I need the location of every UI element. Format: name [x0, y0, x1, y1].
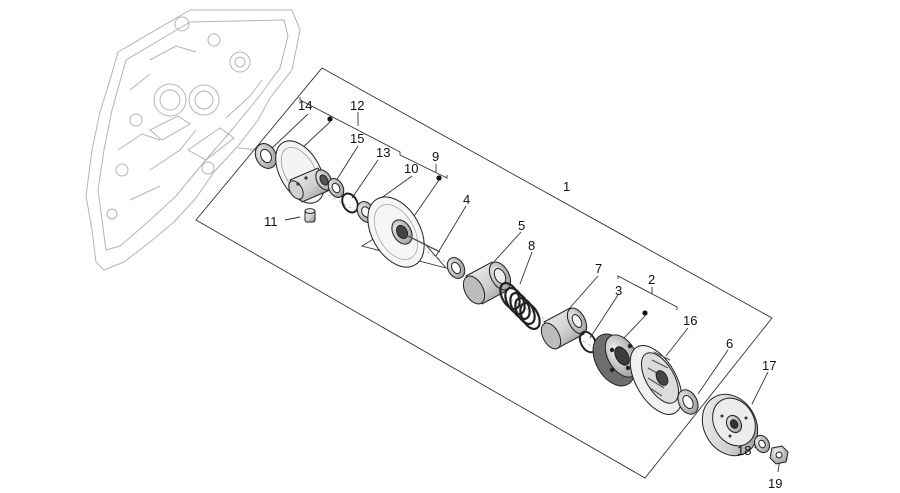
- callout-14: 14: [298, 98, 312, 113]
- assembly-1-frame: [195, 67, 773, 479]
- shaft-axis: [249, 149, 791, 461]
- part-17-clutch-bell: [701, 393, 759, 457]
- callout-8: 8: [528, 238, 535, 253]
- part-18-washer: [754, 434, 770, 454]
- part-4-seal: [446, 257, 466, 279]
- callout-7: 7: [595, 261, 602, 276]
- callout-5: 5: [518, 218, 525, 233]
- group-dot-12: [327, 116, 333, 122]
- callout-labels: 1 2 3 4 5 6 7 8 9 10 11 12 13 14 15 16 1…: [264, 98, 782, 491]
- bracket-2: [617, 275, 678, 310]
- callout-12: 12: [350, 98, 364, 113]
- part-11-bolt: [304, 208, 316, 223]
- crankcase-ghost: [85, 9, 301, 271]
- leader-lines: [269, 113, 781, 473]
- callout-6: 6: [726, 336, 733, 351]
- callout-10: 10: [404, 161, 418, 176]
- callout-3: 3: [615, 283, 622, 298]
- part-14-seal: [254, 143, 278, 169]
- callout-19: 19: [768, 476, 782, 491]
- callout-4: 4: [463, 192, 470, 207]
- part-12-fixed-pulley: [275, 140, 333, 204]
- callout-13: 13: [376, 145, 390, 160]
- callout-16: 16: [683, 313, 697, 328]
- part-6-washer: [677, 389, 699, 415]
- part-16-fan-plate: [629, 345, 683, 415]
- part-19-nut: [769, 445, 789, 465]
- bracket-9: [399, 152, 448, 179]
- callout-15: 15: [350, 131, 364, 146]
- part-8-spring: [499, 281, 541, 331]
- callout-1: 1: [563, 179, 570, 194]
- group-dot-9: [436, 175, 442, 181]
- callout-18: 18: [737, 443, 751, 458]
- callout-17: 17: [762, 358, 776, 373]
- part-7-spacer: [540, 307, 588, 350]
- callout-11: 11: [264, 214, 278, 229]
- group-dot-2: [642, 310, 648, 316]
- part-15-bearing: [327, 178, 345, 198]
- callout-9: 9: [432, 149, 439, 164]
- part-9-movable-pulley: [367, 196, 441, 268]
- callout-2: 2: [648, 272, 655, 287]
- part-13-circlip: [341, 192, 359, 214]
